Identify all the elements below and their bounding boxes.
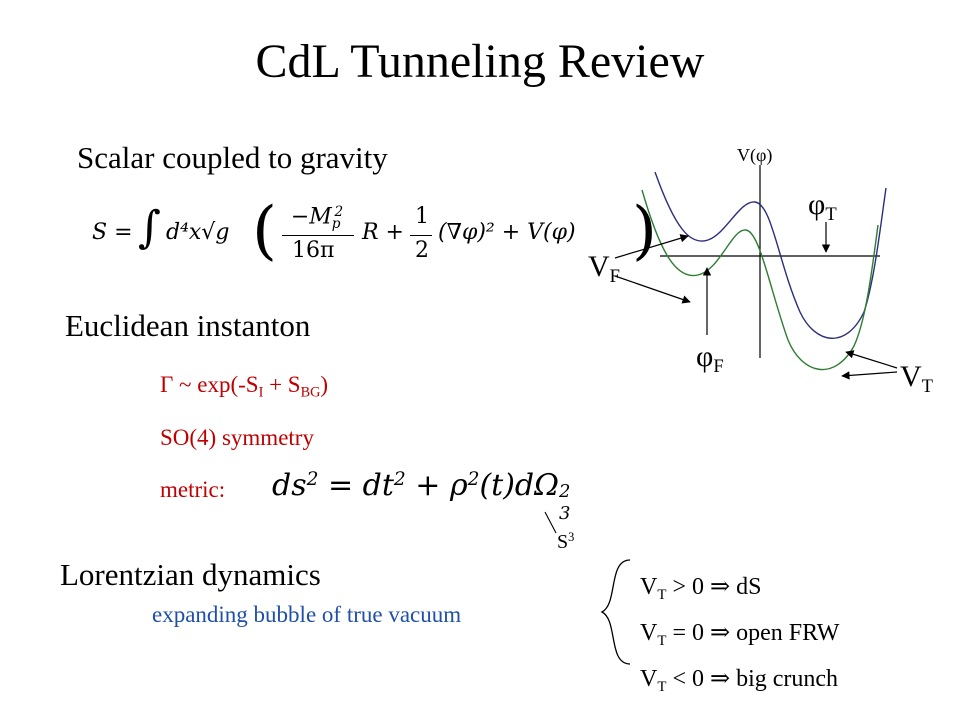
outcome-brace xyxy=(600,559,631,665)
action-r: R + xyxy=(362,220,404,245)
arrow-vt-lower xyxy=(841,371,898,380)
phi-f-label: φF xyxy=(696,340,724,377)
metric-label: metric: xyxy=(160,477,226,502)
bubble-text: expanding bubble of true vacuum xyxy=(152,602,462,627)
implies-arrow-icon: ⇒ xyxy=(709,574,731,600)
fraction-planck: −Mp2 xyxy=(280,204,354,232)
metric-ds-sup: 2 xyxy=(306,468,319,490)
integral-sign: ∫ xyxy=(138,202,161,253)
rate-close: ) xyxy=(320,372,329,397)
action-lhs: S = xyxy=(92,220,133,245)
frac-m-sub: p xyxy=(331,215,341,232)
frac-m-sup: 2 xyxy=(334,204,344,220)
action-close-paren: ) xyxy=(632,194,657,268)
fraction-bar-2 xyxy=(410,235,432,236)
case-ds: VT > 0 ⇒ dS xyxy=(640,574,762,603)
so4-symmetry: SO(4) symmetry xyxy=(160,425,314,450)
arrow-vf-upper xyxy=(614,234,689,259)
tunneling-rate: Γ ~ exp(-SI + SBG) xyxy=(160,372,328,402)
metric-t: (t)dΩ xyxy=(479,468,560,503)
arrow-vt-upper xyxy=(845,350,898,369)
metric-ds: ds xyxy=(272,468,307,503)
half-num: 1 xyxy=(415,204,429,229)
metric-rho-sup: 2 xyxy=(467,468,480,490)
half-den: 2 xyxy=(415,238,429,263)
metric-omega-sub: 3 xyxy=(559,503,571,524)
rate-prefix: Γ ~ exp(-S xyxy=(160,372,259,397)
action-open-paren: ( xyxy=(252,194,277,268)
implies-arrow-icon: ⇒ xyxy=(709,665,731,692)
s3-pointer-line xyxy=(544,511,557,534)
heading-scalar: Scalar coupled to gravity xyxy=(77,140,388,175)
phi-t-label: φT xyxy=(808,188,837,225)
heading-lorentzian: Lorentzian dynamics xyxy=(60,557,321,592)
frac-neg: − xyxy=(290,204,310,230)
case-big-crunch: VT < 0 ⇒ big crunch xyxy=(640,665,839,695)
s3-base: S xyxy=(557,530,569,553)
metric-eq: = dt xyxy=(318,468,394,503)
arrow-vf-lower xyxy=(614,275,691,304)
metric-dt-sup: 2 xyxy=(393,468,406,490)
v-t-label: VT xyxy=(900,360,934,397)
metric-plus: + ρ xyxy=(405,468,468,503)
heading-euclidean: Euclidean instanton xyxy=(65,308,311,343)
potential-curve-upper xyxy=(654,171,887,339)
rate-sub-bg: BG xyxy=(300,384,321,401)
fraction-bar-1 xyxy=(282,235,354,236)
slide-title: CdL Tunneling Review xyxy=(255,35,705,88)
s3-sup: 3 xyxy=(568,530,575,544)
action-measure: d⁴x√g xyxy=(166,220,230,245)
potential-curve-lower xyxy=(641,189,879,371)
implies-arrow-icon: ⇒ xyxy=(709,619,731,646)
outcome-list: VT > 0 ⇒ dS VT = 0 ⇒ open FRW VT < 0 ⇒ b… xyxy=(640,568,839,705)
frac-den: 16π xyxy=(292,238,335,263)
case-open-frw: VT = 0 ⇒ open FRW xyxy=(640,619,840,649)
rate-plus: + S xyxy=(263,372,301,397)
rate-sub-i: I xyxy=(258,384,264,401)
frac-m: M xyxy=(309,204,332,230)
s3-label: S3 xyxy=(557,530,574,554)
metric-omega-sup: 2 xyxy=(559,481,571,502)
action-grad: (∇φ)² + V(φ) xyxy=(438,220,576,245)
potential-axis-label: V(φ) xyxy=(737,145,773,165)
v-f-label: VF xyxy=(588,250,621,287)
